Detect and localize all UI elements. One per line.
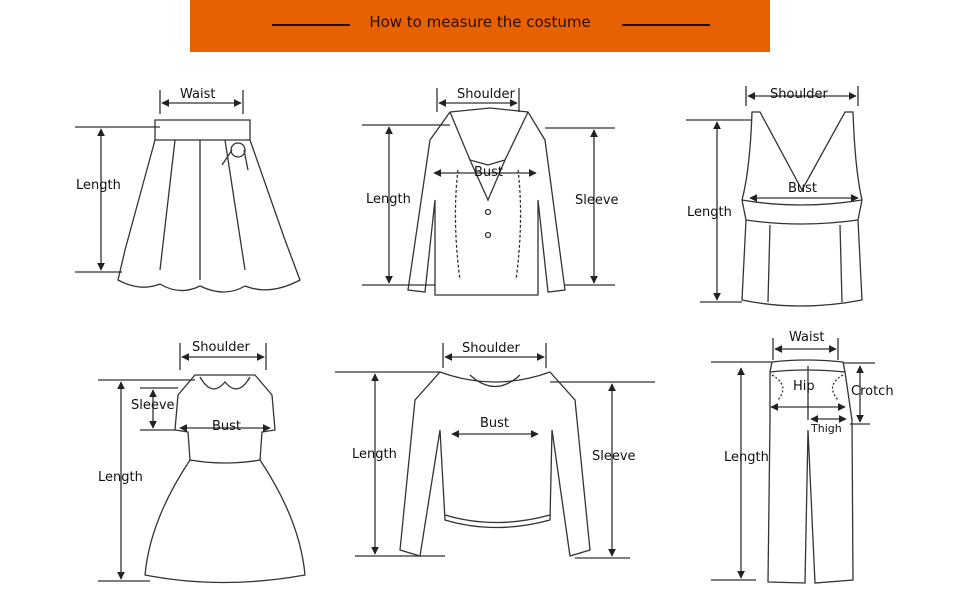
jacket-drawing [362, 88, 615, 296]
pants-drawing [711, 338, 875, 584]
pants-thigh-label: Thigh [811, 422, 842, 435]
pants-crotch-label: Crotch [851, 384, 894, 399]
dress-sleeve-label: Sleeve [131, 398, 175, 413]
tank-length-label: Length [687, 205, 732, 220]
tank-shoulder-label: Shoulder [770, 87, 828, 102]
header-right-rule [622, 24, 710, 26]
jacket-bust-label: Bust [474, 165, 504, 180]
sweater-length-label: Length [352, 447, 397, 462]
skirt-length-label: Length [76, 178, 121, 193]
dress-length-label: Length [98, 470, 143, 485]
pants-waist-label: Waist [789, 330, 825, 345]
skirt-drawing [75, 90, 301, 293]
dress-drawing [98, 343, 306, 584]
skirt-waist-label: Waist [180, 87, 216, 102]
tank-bust-label: Bust [788, 181, 818, 196]
sweater-shoulder-label: Shoulder [462, 341, 520, 356]
sweater-drawing [335, 343, 655, 559]
header-banner: How to measure the costume [190, 0, 770, 52]
sweater-sleeve-label: Sleeve [592, 449, 636, 464]
dress-bust-label: Bust [212, 419, 242, 434]
jacket-sleeve-label: Sleeve [575, 193, 619, 208]
pants-length-label: Length [724, 450, 769, 465]
tank-top-drawing [686, 86, 863, 307]
dress-shoulder-label: Shoulder [192, 340, 250, 355]
page-title: How to measure the costume [369, 13, 591, 31]
jacket-length-label: Length [366, 192, 411, 207]
header-left-rule [272, 24, 350, 26]
sweater-bust-label: Bust [480, 416, 510, 431]
pants-hip-label: Hip [793, 379, 815, 394]
jacket-shoulder-label: Shoulder [457, 87, 515, 102]
